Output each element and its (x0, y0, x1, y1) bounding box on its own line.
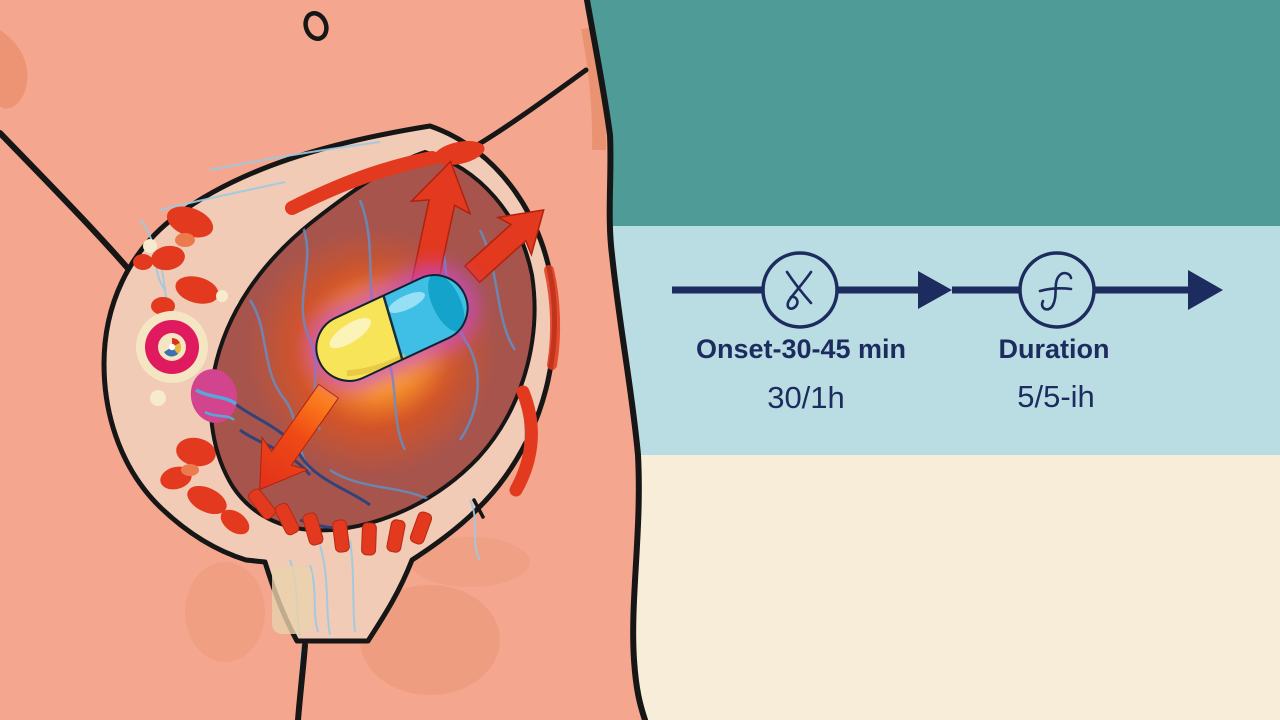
skin-shadow-top-left (0, 30, 28, 109)
absorption-arrow-down-left-icon (259, 383, 340, 491)
canal-inner-highlight (272, 566, 312, 634)
ovary-cross-section-icon (136, 311, 208, 383)
organ-cross-section (101, 123, 561, 720)
timeline: Onset-30-45 min 30/1h Duration 5/5-ih (672, 251, 1223, 415)
timeline-mid-arrowhead-icon (918, 271, 952, 309)
clock-onset-icon (761, 251, 839, 329)
cavity-red-folds (248, 140, 561, 556)
duration-value: 5/5-ih (1017, 379, 1095, 414)
hip-crease-right (476, 67, 589, 147)
pill-end-cap (428, 273, 465, 332)
pill-capsule-icon (306, 264, 478, 392)
navel-icon (303, 11, 329, 41)
skin-shadow-right-edge (581, 26, 607, 151)
skin-shadow-organ-base (410, 537, 530, 587)
duration-label: Duration (999, 334, 1110, 364)
skin-shadow-left-of-canal (185, 562, 265, 662)
magenta-tissue-blob (190, 369, 238, 423)
onset-value: 30/1h (767, 380, 845, 415)
small-tick-mark (472, 498, 485, 519)
canal-stem-line (295, 642, 308, 720)
timeline-end-arrowhead-icon (1188, 270, 1223, 310)
skin-shadow-below-organ (360, 585, 500, 695)
onset-label: Onset-30-45 min (696, 334, 906, 364)
clock-duration-icon (1018, 251, 1096, 329)
left-wall-tissue-blobs (133, 206, 250, 535)
absorption-arrow-diagonal-icon (463, 208, 545, 284)
body-right-edge-outline (584, 0, 648, 720)
